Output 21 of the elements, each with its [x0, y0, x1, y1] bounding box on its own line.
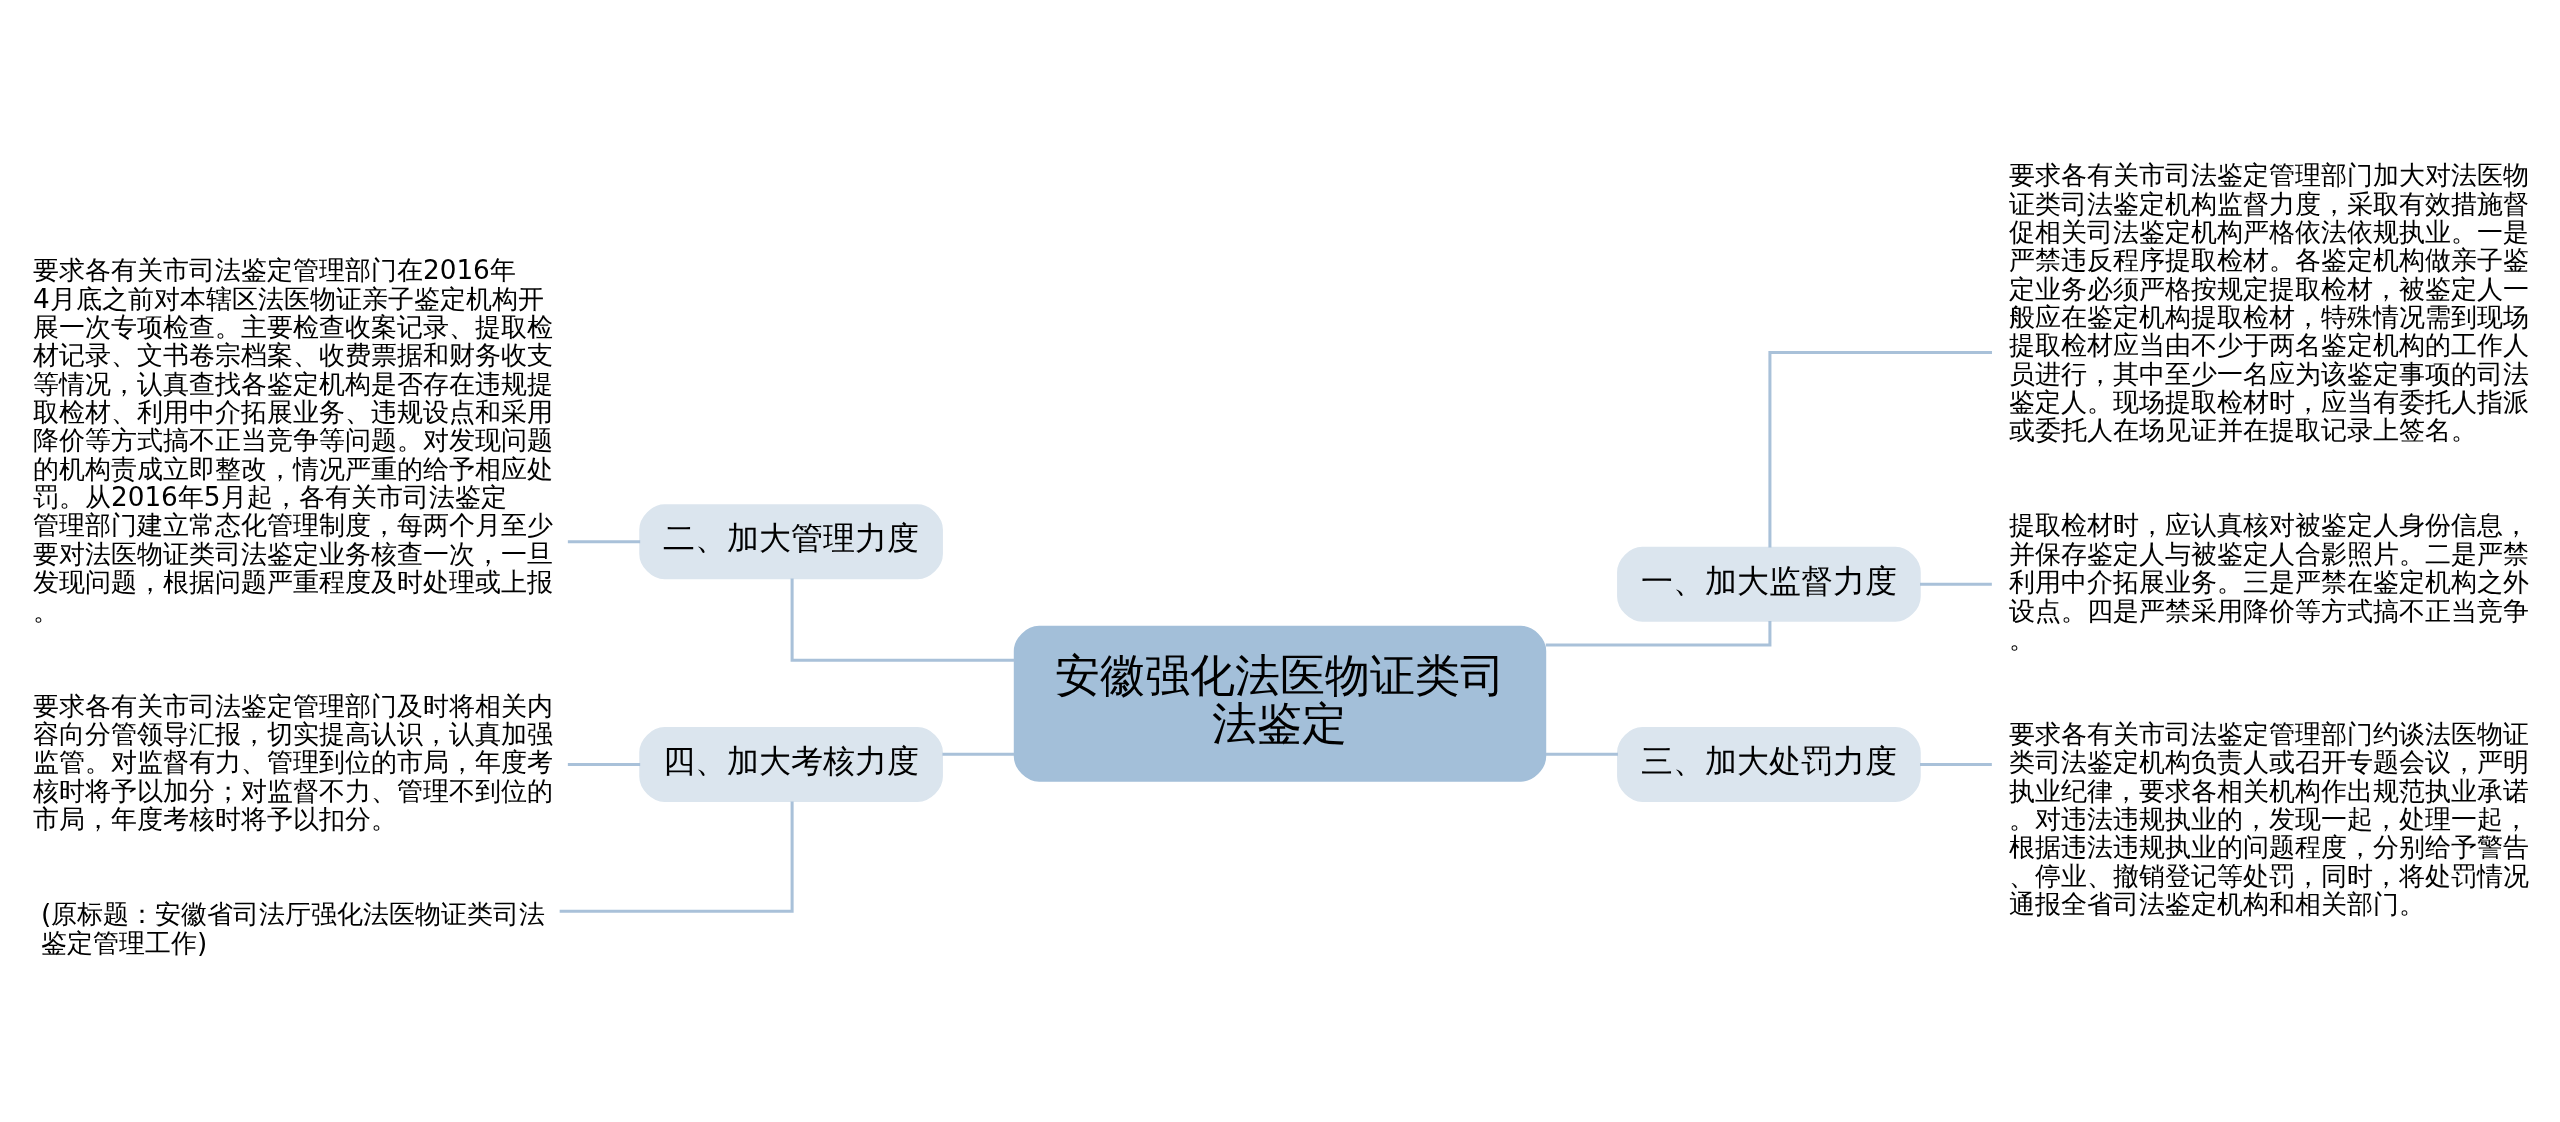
connector — [1768, 350, 1992, 548]
connector — [1920, 762, 1992, 766]
connector — [790, 578, 1015, 662]
connector — [1545, 752, 1618, 756]
node-text: 要求各有关市司法鉴定管理部门及时将相关内容向分管领导汇报，切实提高认识，认真加强监管。对监督有力、管理到位的市局，年度考核时将予以加分；对监督不力、管理不到位的市局，年度考核时将予以扣分。 — [32, 690, 553, 835]
node-box: 一、加大监督力度 — [1617, 546, 1921, 622]
node-text: 提取检材时，应认真核对被鉴定人身份信息，并保存鉴定人与被鉴定人合影照片。二是严禁利用中介拓展业务。三是严禁在鉴定机构之外设点。四是严禁采用降价等方式搞不正当竞争。 — [2008, 510, 2529, 654]
node-box: 安徽强化法医物证类司法鉴定 — [1013, 625, 1547, 782]
connector — [1545, 621, 1772, 647]
node-box: 四、加大考核力度 — [639, 727, 943, 802]
node-box: 二、加大管理力度 — [639, 504, 943, 580]
connector — [942, 752, 1015, 756]
node-text: 要求各有关市司法鉴定管理部门在2016年4月底之前对本辖区法医物证亲子鉴定机构开展一次专项检查。主要检查收案记录、提取检材记录、文书卷宗档案、收费票据和财务收支等情况，认真查找各鉴定机构是否存在违规提取检材、利用中介拓展业务、违规设点和采用降价等方式搞不正当竞争等问题。对发现问题的机构责成立即整改，情况严重的给予相应处罚。从2016年5月起，各有关市司法鉴定管理部门建立常态化管理制度，每两个月至少要对法医物证类司法鉴定业务核查一次，一旦发现问题，根据问题严重程度及时处理或上报。 — [32, 255, 553, 626]
connector — [559, 801, 794, 913]
connector — [567, 540, 641, 544]
node-text: 要求各有关市司法鉴定管理部门加大对法医物证类司法鉴定机构监督力度，采取有效措施督促相关司法鉴定机构严格依法依规执业。一是严禁违反程序提取检材。各鉴定机构做亲子鉴定业务必须严格按规定提取检材，被鉴定人一般应在鉴定机构提取检材，特殊情况需到现场提取检材应当由不少于两名鉴定机构的工作人员进行，其中至少一名应为该鉴定事项的司法鉴定人。现场提取检材时，应当有委托人指派或委托人在场见证并在提取记录上签名。 — [2008, 160, 2529, 446]
connector — [567, 762, 641, 766]
node-box: 三、加大处罚力度 — [1617, 727, 1921, 802]
node-text: 要求各有关市司法鉴定管理部门约谈法医物证类司法鉴定机构负责人或召开专题会议，严明执业纪律，要求各相关机构作出规范执业承诺。对违法违规执业的，发现一起，处理一起，根据违法违规执业的问题程度，分别给予警告、停业、撤销登记等处罚，同时，将处罚情况通报全省司法鉴定机构和相关部门。 — [2008, 719, 2529, 920]
node-text: (原标题：安徽省司法厅强化法医物证类司法鉴定管理工作) — [41, 899, 546, 958]
connector — [1920, 582, 1992, 586]
